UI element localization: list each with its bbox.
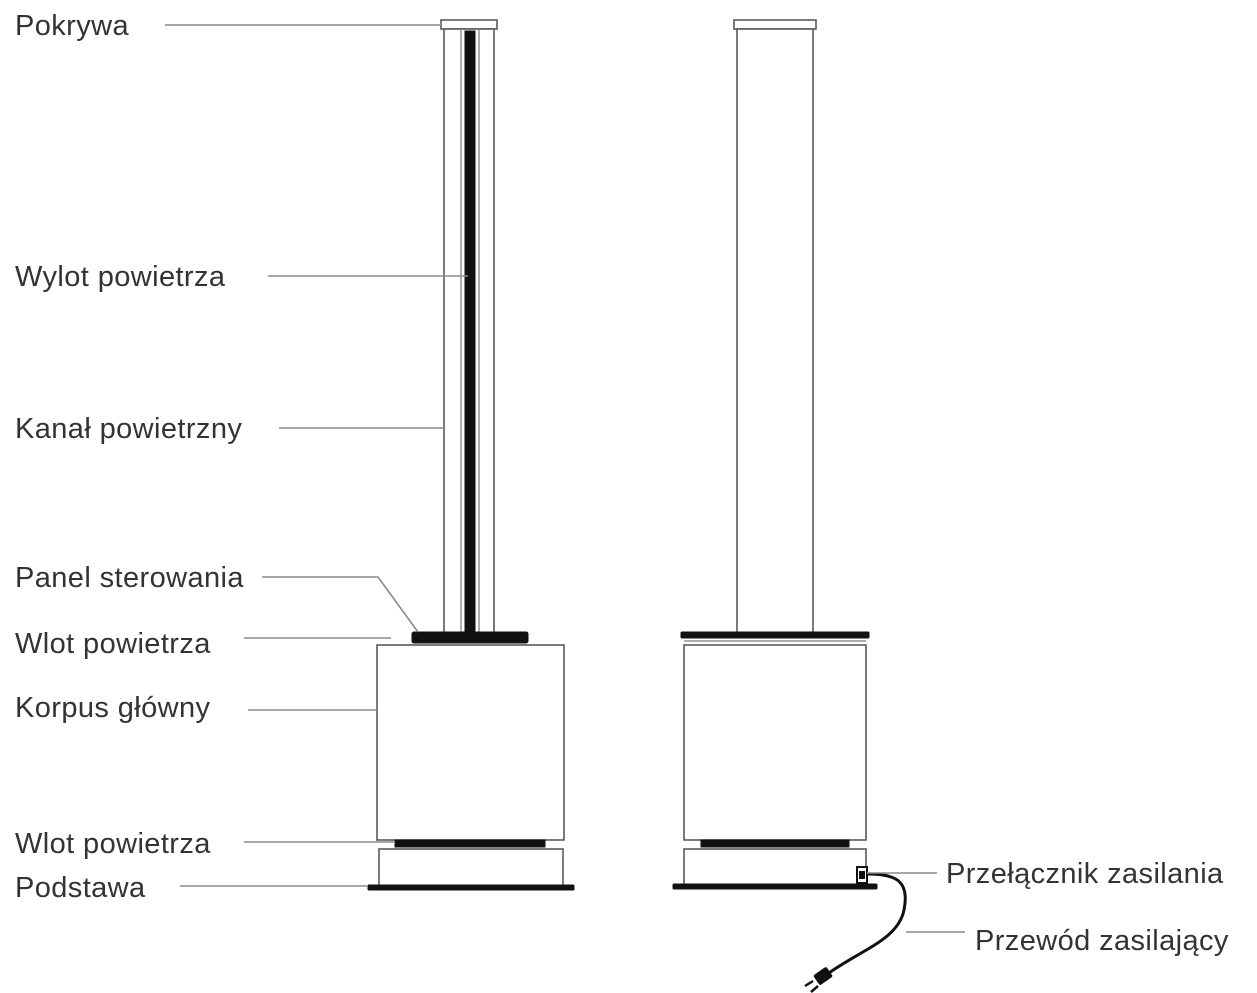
rear-base-plate xyxy=(672,883,878,890)
label-power-switch: Przełącznik zasilania xyxy=(946,858,1224,890)
label-base: Podstawa xyxy=(15,872,146,904)
control-panel-band xyxy=(411,631,529,644)
leader-control-panel xyxy=(262,576,419,633)
cover-cap xyxy=(440,19,498,30)
label-control-panel: Panel sterowania xyxy=(15,562,244,594)
air-inlet-band xyxy=(394,839,546,848)
rear-air-inlet-band xyxy=(700,839,850,848)
label-air-inlet-bottom: Wlot powietrza xyxy=(15,828,211,860)
labels: Pokrywa Wylot powietrza Kanał powietrzny… xyxy=(15,10,1229,957)
power-plug-icon xyxy=(804,967,833,993)
power-cord xyxy=(825,872,907,977)
label-cover: Pokrywa xyxy=(15,10,129,42)
rear-top-band xyxy=(680,631,870,639)
label-power-cord: Przewód zasilający xyxy=(975,925,1229,957)
base xyxy=(378,848,564,887)
main-body xyxy=(376,644,565,841)
label-main-body: Korpus główny xyxy=(15,692,211,724)
base-plate xyxy=(367,884,575,891)
front-view-unit xyxy=(367,19,575,891)
air-outlet-slot xyxy=(464,30,476,634)
leader-lines xyxy=(165,24,965,933)
label-air-duct: Kanał powietrzny xyxy=(15,413,242,445)
label-air-outlet: Wylot powietrza xyxy=(15,261,226,293)
rear-base xyxy=(683,848,867,886)
rear-main-body xyxy=(683,644,867,841)
rear-view-unit xyxy=(672,19,907,993)
label-air-inlet-top: Wlot powietrza xyxy=(15,628,211,660)
rear-cover-cap xyxy=(733,19,817,30)
rear-tower xyxy=(736,28,814,634)
